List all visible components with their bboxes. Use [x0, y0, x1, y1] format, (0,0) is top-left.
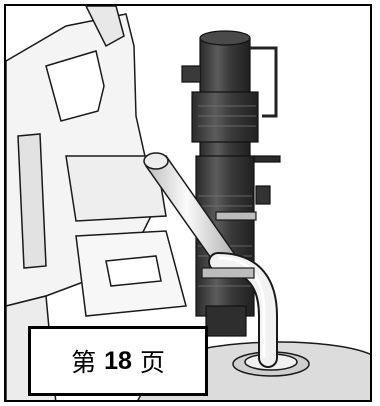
seat-backrest	[6, 6, 187, 400]
page-number-label: 第 18 页	[28, 326, 208, 396]
pump-cylinder	[181, 30, 281, 337]
page-label-number: 18	[104, 346, 132, 375]
illustration-frame: 第 18 页	[4, 4, 372, 402]
page-label-suffix: 页	[139, 348, 165, 377]
mount-bracket	[201, 211, 257, 279]
j-pipe	[208, 252, 278, 368]
cylinder-ribs	[198, 105, 256, 287]
page-label-prefix: 第	[71, 348, 97, 377]
equipment-illustration	[6, 6, 370, 400]
